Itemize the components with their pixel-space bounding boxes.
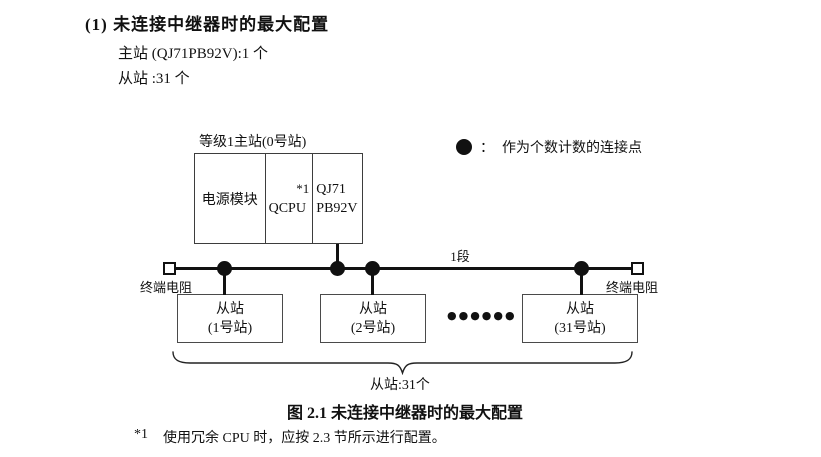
connection-point-dot [365,261,380,276]
slave2-drop-line [371,269,374,295]
power-module-label: 电源模块 [201,192,258,208]
legend-label: 作为个数计数的连接点 [502,141,642,156]
qcpu-label: QCPU [268,201,306,216]
slave-box-title: 从站 [566,301,594,317]
slave-box-number: (1号站) [207,320,253,336]
power-module-cell: 电源模块 [195,154,266,243]
slave-box-number: (31号站) [554,320,606,336]
slave-box-title: 从站 [359,301,387,317]
legend-separator: ： [480,141,494,156]
segment-label: 1段 [450,249,470,264]
figure-caption: 图 2.1 未连接中继器时的最大配置 [286,405,523,422]
slave-box-31: 从站 (31号站) [522,294,638,343]
pb92v-label-line2: PB92V [316,200,358,216]
master-drop-line [336,244,339,269]
footnote-marker: *1 [134,427,148,442]
terminator-square-right [631,262,644,275]
brace-icon [172,351,633,376]
slave-box-1: 从站 (1号站) [177,294,283,343]
slave1-drop-line [223,269,226,295]
pb92v-cell: QJ71 PB92V [313,154,362,243]
qcpu-cell: *1 QCPU [266,154,314,243]
terminator-label-left: 终端电阻 [140,280,193,295]
slave-box-number: (2号站) [350,320,396,336]
footnote-text: 使用冗余 CPU 时，应按 2.3 节所示进行配置。 [163,431,446,446]
master-count-line: 主站 (QJ71PB92V):1 个 [118,46,269,62]
ellipsis-dots: ●●●●●● [447,309,517,322]
connection-point-dot [217,261,232,276]
legend-connection-point: ： 作为个数计数的连接点 [456,137,642,157]
slave-box-title: 从站 [216,301,244,317]
master-station-label: 等级1主站(0号站) [199,135,307,150]
terminator-square-left [163,262,176,275]
bus-line-segment1 [170,267,640,270]
slave-total-label: 从站:31个 [370,378,430,393]
connection-point-icon [456,139,472,155]
footnote-ref-marker: *1 [296,181,310,196]
master-station-box: 电源模块 *1 QCPU QJ71 PB92V [194,153,363,244]
slave31-drop-line [580,269,583,295]
section-heading: (1) 未连接中继器时的最大配置 [85,15,330,34]
connection-point-dot [574,261,589,276]
slave-count-line: 从站 :31 个 [118,71,190,87]
terminator-label-right: 终端电阻 [606,280,659,295]
pb92v-label-line1: QJ71 [316,181,346,197]
connection-point-dot [330,261,345,276]
slave-box-2: 从站 (2号站) [320,294,426,343]
